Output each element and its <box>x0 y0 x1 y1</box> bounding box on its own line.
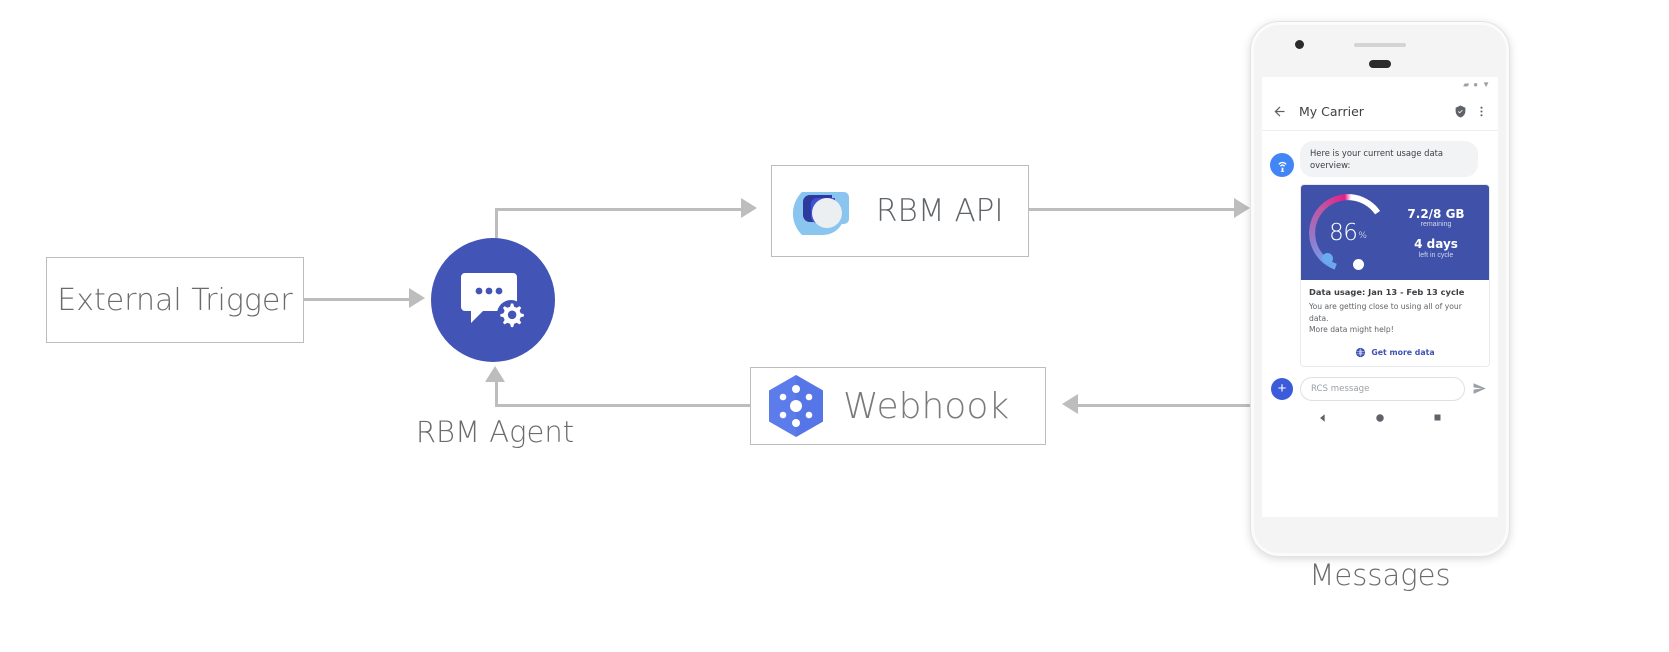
phone-screen: ▰ ● ▼ My Carrier <box>1262 77 1498 517</box>
incoming-message-row: Here is your current usage data overview… <box>1270 141 1490 178</box>
phone-device: ▰ ● ▼ My Carrier <box>1251 22 1509 556</box>
rich-card-media: 86 % 7.2/8 GB remaining 4 days left in c… <box>1301 185 1489 281</box>
rich-card-description: You are getting close to using all of yo… <box>1309 301 1481 335</box>
rcs-message-placeholder: RCS message <box>1311 383 1370 394</box>
rbm-api-label: RBM API <box>876 193 1004 229</box>
phone-earpiece <box>1369 60 1391 68</box>
message-bubble-text: Here is your current usage data overview… <box>1300 141 1478 178</box>
node-webhook[interactable]: Webhook <box>750 367 1046 445</box>
google-cloud-functions-hexagon-icon <box>769 375 823 437</box>
overflow-menu-icon[interactable] <box>1475 105 1488 118</box>
gauge-start-cap <box>1322 252 1333 264</box>
connector-api-to-phone <box>1029 208 1234 211</box>
stat-data-remaining-value: 7.2/8 GB <box>1407 206 1465 221</box>
stat-data-remaining-caption: remaining <box>1420 221 1452 229</box>
battery-icon: ▼ <box>1482 80 1490 89</box>
rbm-agent-circle <box>431 238 555 362</box>
stat-days-left-caption: left in cycle <box>1418 251 1454 259</box>
node-rbm-agent[interactable] <box>431 238 555 362</box>
stat-days-left-value: 4 days <box>1414 237 1458 252</box>
connector-webhook-to-agent <box>495 404 751 407</box>
connector-agent-up <box>495 208 498 254</box>
recents-square-icon[interactable] <box>1433 413 1442 422</box>
back-triangle-icon[interactable] <box>1318 413 1328 423</box>
status-bar: ▰ ● ▼ <box>1262 77 1498 93</box>
arrowhead-api-to-phone <box>1234 198 1250 218</box>
rcs-message-input[interactable]: RCS message <box>1300 376 1465 401</box>
globe-icon <box>1356 347 1366 357</box>
wifi-dot-icon: ● <box>1473 80 1479 89</box>
signal-icon: ▰ <box>1463 80 1470 89</box>
home-circle-icon[interactable] <box>1375 413 1385 423</box>
back-arrow-icon[interactable] <box>1272 104 1287 119</box>
rbm-api-logo-icon <box>792 192 849 235</box>
webhook-label: Webhook <box>843 385 1010 427</box>
messages-label: Messages <box>1309 558 1451 592</box>
arrowhead-phone-to-webhook <box>1062 394 1078 414</box>
gauge-percent-unit: % <box>1358 231 1367 242</box>
rich-card-description-line1: You are getting close to using all of yo… <box>1309 302 1462 323</box>
verified-shield-icon[interactable] <box>1454 105 1467 118</box>
arrowhead-agent-to-api <box>741 198 757 218</box>
phone-speaker-grille <box>1354 43 1406 47</box>
get-more-data-label: Get more data <box>1371 347 1435 357</box>
rbm-agent-label: RBM Agent <box>415 415 575 449</box>
connector-trigger-to-agent <box>304 298 409 301</box>
carrier-antenna-avatar-icon <box>1270 153 1294 178</box>
android-nav-bar <box>1262 406 1498 431</box>
gauge-value-group: 86 % <box>1309 194 1387 272</box>
connector-phone-to-webhook <box>1078 404 1253 407</box>
node-external-trigger[interactable]: External Trigger <box>46 257 304 343</box>
chat-gear-icon <box>461 273 525 328</box>
arrowhead-webhook-to-agent <box>485 366 505 382</box>
plus-icon[interactable]: + <box>1271 377 1293 400</box>
rich-card-title: Data usage: Jan 13 - Feb 13 cycle <box>1309 287 1465 298</box>
connector-agent-to-api <box>495 208 741 211</box>
data-usage-gauge: 86 % <box>1309 193 1387 272</box>
message-composer: + RCS message <box>1262 366 1498 407</box>
rich-card-body: Data usage: Jan 13 - Feb 13 cycle You ar… <box>1301 280 1489 339</box>
send-icon[interactable] <box>1472 381 1487 396</box>
arrowhead-trigger-to-agent <box>409 288 425 308</box>
get-more-data-button[interactable]: Get more data <box>1301 340 1489 366</box>
external-trigger-label: External Trigger <box>57 282 293 318</box>
rich-card-stats: 7.2/8 GB remaining 4 days left in cycle <box>1387 207 1481 259</box>
node-rbm-api[interactable]: RBM API <box>771 165 1029 257</box>
phone-camera-icon <box>1295 40 1304 49</box>
gauge-percent-value: 86 <box>1329 219 1358 246</box>
conversation-area: Here is your current usage data overview… <box>1262 131 1498 367</box>
conversation-title: My Carrier <box>1299 104 1364 119</box>
rich-card[interactable]: 86 % 7.2/8 GB remaining 4 days left in c… <box>1300 184 1490 367</box>
app-bar: My Carrier <box>1262 93 1498 131</box>
gauge-end-cap <box>1353 258 1364 270</box>
rich-card-description-line2: More data might help! <box>1309 325 1394 335</box>
connector-webhook-up <box>495 382 498 406</box>
